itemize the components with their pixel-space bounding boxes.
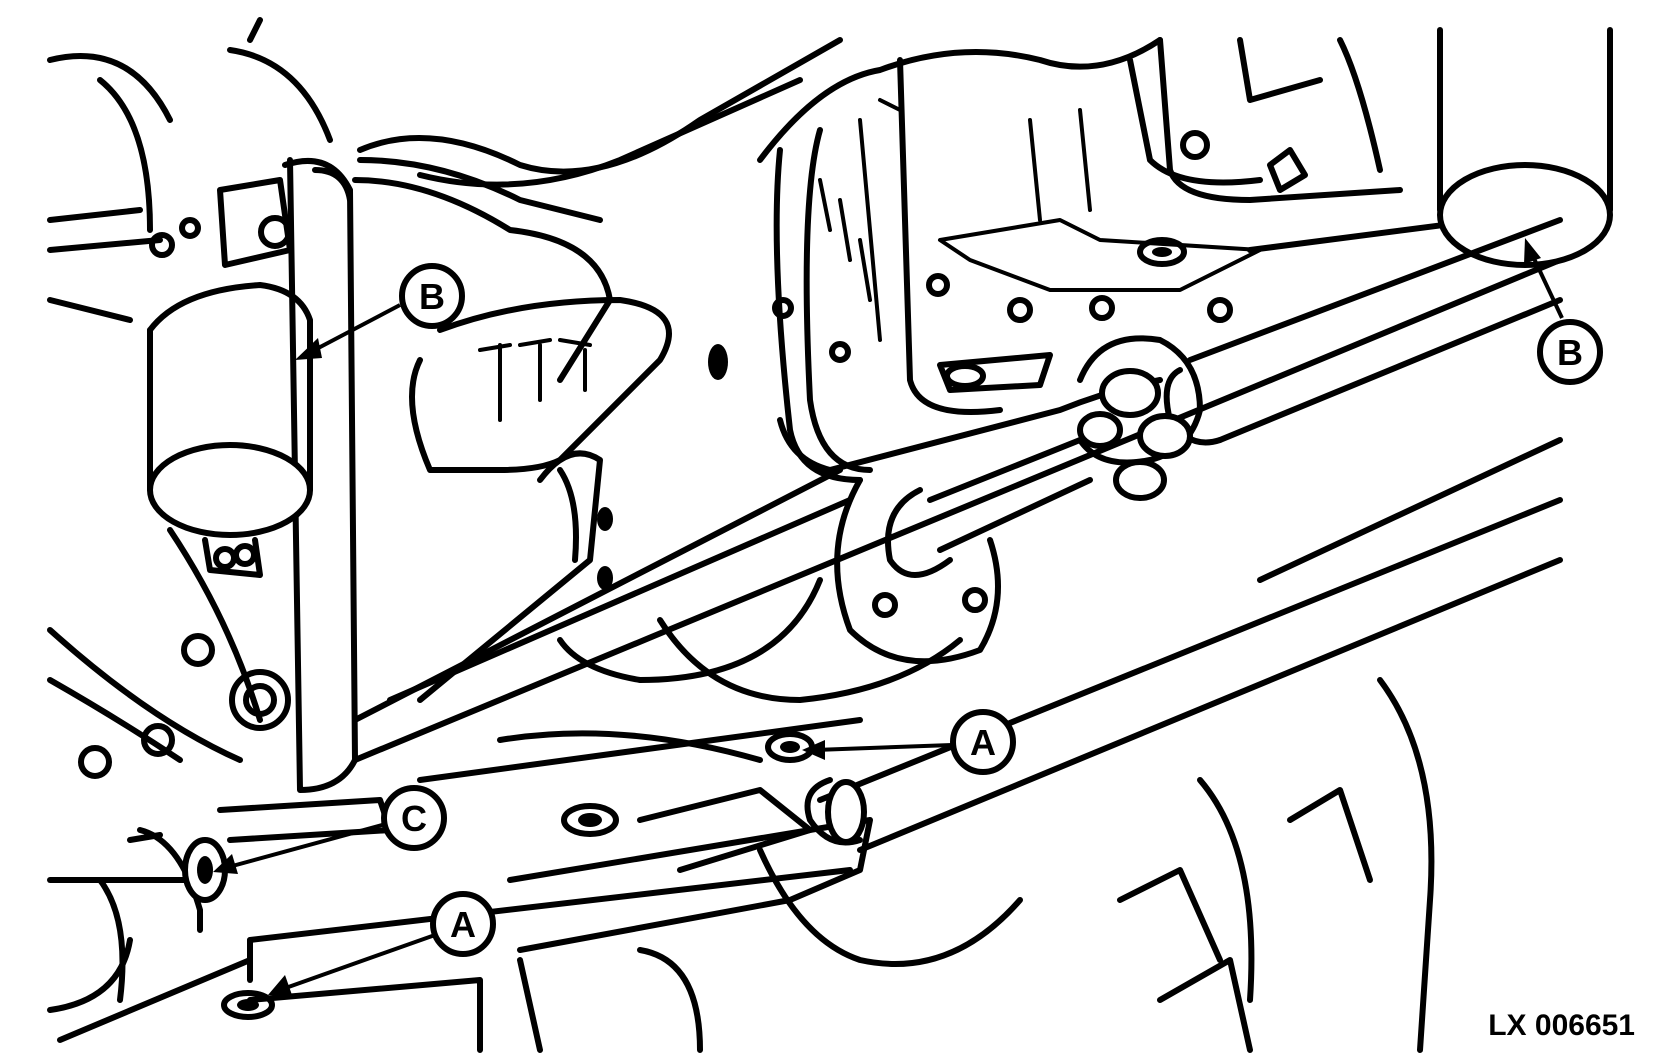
callout-b-left: B [399, 263, 465, 329]
callout-a-upper: A [950, 709, 1016, 775]
figure-id: LX 006651 [1488, 1009, 1635, 1042]
callout-a-upper-label: A [970, 722, 996, 763]
callout-a-lower: A [430, 891, 496, 957]
left-filter [47, 282, 313, 779]
drive-shaft [417, 217, 1563, 953]
callout-b-left-label: B [419, 276, 445, 317]
transmission-oil-pan [757, 37, 1403, 483]
callout-b-right: B [1537, 319, 1603, 385]
right-filter [1437, 27, 1613, 268]
lower-axle-rod [757, 437, 1563, 1053]
callout-c: C [381, 785, 447, 851]
frame-structure [47, 17, 1563, 793]
callout-a-lower-label: A [450, 904, 476, 945]
callout-c-label: C [401, 798, 427, 839]
lower-left-tube [47, 797, 853, 1053]
callout-b-right-label: B [1557, 332, 1583, 373]
leader-lines [213, 238, 1564, 995]
